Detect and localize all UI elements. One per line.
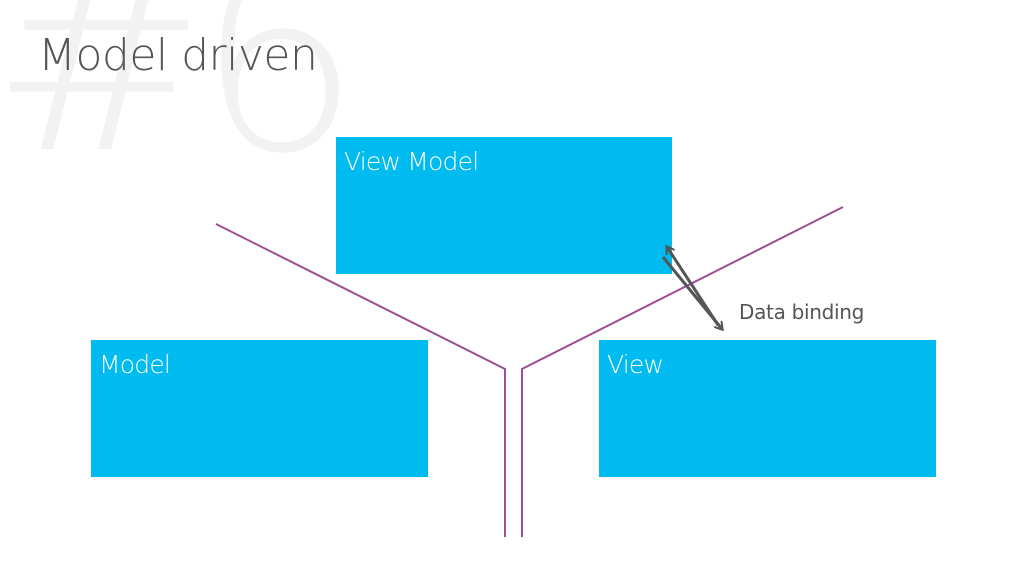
divider-line-left — [215, 223, 506, 537]
view-model-box: View Model — [336, 137, 672, 274]
model-label: Model — [99, 350, 171, 379]
binding-arrow-down — [661, 256, 722, 329]
data-binding-label: Data binding — [739, 300, 865, 324]
divider-line-right — [521, 206, 844, 537]
model-box: Model — [91, 340, 428, 477]
slide-title: Model driven — [38, 30, 318, 81]
view-model-label: View Model — [344, 147, 479, 176]
view-label: View — [607, 350, 664, 379]
view-box: View — [599, 340, 936, 477]
slide-number-watermark: #6 — [0, 0, 361, 211]
